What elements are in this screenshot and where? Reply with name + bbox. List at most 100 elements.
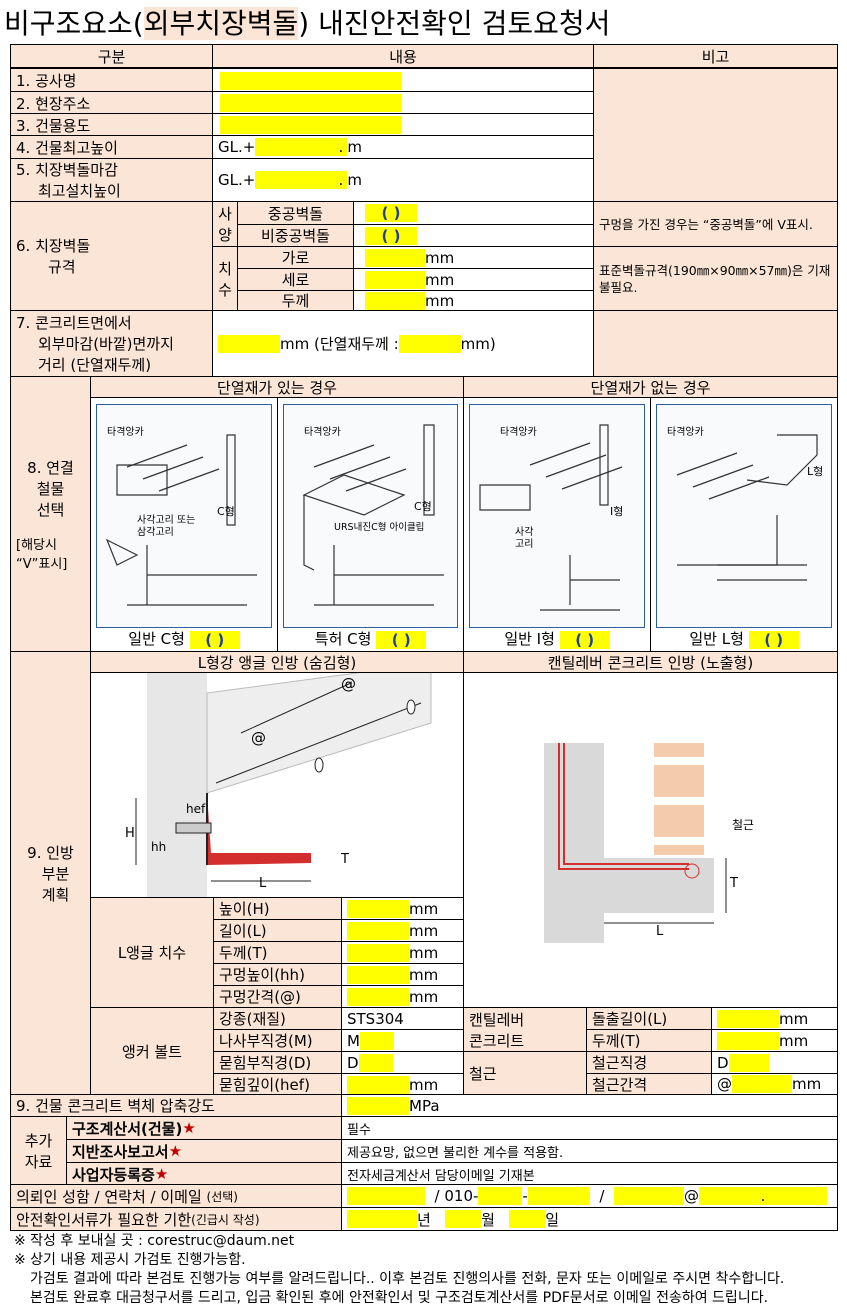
building-use-field[interactable] [212, 113, 594, 137]
rebar-dia-field[interactable]: D [711, 1051, 838, 1074]
projection-length-field[interactable]: mm [711, 1007, 838, 1030]
brick-height-field[interactable]: mm [353, 268, 594, 291]
label-brick-thickness: 두께 [237, 290, 354, 311]
input-highlight [347, 1187, 425, 1205]
label-contact: 의뢰인 성함 / 연락처 / 이메일 (선택) [10, 1184, 342, 1208]
text: 추가 [24, 1131, 53, 1150]
text: 구분 [97, 47, 126, 66]
text: 최고설치높이 [38, 182, 121, 200]
label-cantilever-thickness: 두께(T) [586, 1029, 712, 1052]
anchor-material-field[interactable]: STS304 [341, 1007, 464, 1030]
insulation-distance-field[interactable]: mm (단열재두께 : mm) [212, 310, 594, 377]
text: 구멍간격(@) [219, 988, 301, 1006]
figure-label: 타격앙카 [107, 425, 144, 438]
brick-thickness-field[interactable]: mm [353, 290, 594, 311]
input-highlight: ( ) [559, 630, 610, 649]
remarks-blank-2 [593, 310, 838, 377]
text: mm [425, 248, 455, 267]
text: 비고 [701, 47, 730, 66]
input-highlight [445, 1210, 482, 1228]
site-address-field[interactable] [212, 91, 594, 115]
text: D [347, 1053, 359, 1072]
contact-field[interactable]: / 010-- / @. [341, 1184, 838, 1208]
label-hollow: 중공벽돌 [237, 201, 354, 225]
label-rebar: 철근 [463, 1051, 587, 1095]
input-highlight [220, 116, 402, 134]
text: 철근직경 [592, 1054, 648, 1072]
input-highlight [347, 1075, 409, 1094]
text: 캔틸레버 콘크리트 인방 (노출형) [547, 653, 754, 672]
text: - [522, 1187, 528, 1205]
text: @ [684, 1187, 699, 1205]
deadline-field[interactable]: 년 월 일 [341, 1207, 838, 1231]
text: 선택 [36, 500, 65, 519]
angle-hole-gap-field[interactable]: mm [341, 985, 464, 1008]
note-hollow: 구멍을 가진 경우는 “중공벽돌”에 V표시. [593, 201, 838, 247]
text: 구멍높이(hh) [219, 966, 305, 984]
header-angle-lintel: L형강 앵글 인방 (숨김형) [90, 651, 464, 673]
project-name-field[interactable] [212, 68, 594, 93]
input-highlight [358, 1053, 393, 1072]
building-height-field[interactable]: GL.+.m [212, 135, 594, 159]
figure-label: hh [151, 840, 166, 854]
label-building-use: 3. 건물용도 [10, 113, 213, 137]
text: 필수 [347, 1122, 371, 1138]
text: D [717, 1053, 729, 1072]
text: “V”표시] [16, 556, 68, 572]
figure-label: 타격앙카 [667, 425, 704, 438]
header-with-insulation: 단열재가 있는 경우 [90, 376, 464, 398]
text: 단열재가 없는 경우 [590, 378, 711, 397]
header-cantilever-lintel: 캔틸레버 콘크리트 인방 (노출형) [463, 651, 838, 673]
text: mm) [460, 334, 496, 353]
text: 일반 I형 [504, 630, 555, 648]
text: mm [425, 291, 455, 310]
angle-length-field[interactable]: mm [341, 919, 464, 942]
rebar-gap-field[interactable]: @mm [711, 1073, 838, 1095]
anchor-diameter-field[interactable]: M [341, 1029, 464, 1052]
concrete-strength-field[interactable]: MPa [341, 1094, 838, 1117]
text: 나사부직경(M) [219, 1032, 313, 1050]
notes: ※ 작성 후 보내실 곳 : corestruc@daum.net ※ 상기 내… [14, 1232, 784, 1308]
figure-label: URS내진C형 아이클립 [334, 521, 424, 533]
angle-hole-height-field[interactable]: mm [341, 963, 464, 986]
text: 9. 인방 [27, 843, 74, 862]
text: ( ) [205, 630, 225, 649]
text: mm [409, 899, 439, 918]
text: 두께(T) [219, 944, 268, 962]
angle-thickness-field[interactable]: mm [341, 941, 464, 964]
text: 세로 [281, 271, 310, 289]
text: mm [409, 965, 439, 984]
text: 구멍을 가진 경우는 “중공벽돌”에 V표시. [599, 216, 813, 233]
text: 비중공벽돌 [260, 227, 330, 245]
anchor-depth-field[interactable]: mm [341, 1073, 464, 1096]
label-angle-height: 높이(H) [213, 897, 342, 920]
solid-check[interactable]: ( ) [353, 224, 594, 247]
brick-max-height-field[interactable]: GL.+.m [212, 158, 594, 202]
label-angle-length: 길이(L) [213, 919, 342, 942]
input-highlight [347, 943, 409, 962]
label-anchor-embed-dia: 묻힘부직경(D) [213, 1051, 342, 1074]
label-rebar-dia: 철근직경 [586, 1051, 712, 1074]
angle-height-field[interactable]: mm [341, 897, 464, 920]
text: 철근간격 [592, 1075, 648, 1094]
anchor-embed-dia-field[interactable]: D [341, 1051, 464, 1074]
text: 단열재가 있는 경우 [217, 378, 337, 397]
figure-label: H [125, 826, 135, 841]
text: 구멍을 가진 경우는 “중공벽돌”에 V표시. [599, 216, 813, 232]
brick-width-field[interactable]: mm [353, 246, 594, 269]
input-highlight [347, 987, 409, 1006]
hollow-check[interactable]: ( ) [353, 201, 594, 225]
cantilever-thickness-field[interactable]: mm [711, 1029, 838, 1052]
header-category: 구분 [10, 44, 213, 68]
text: 6. 치장벽돌 [16, 237, 91, 255]
